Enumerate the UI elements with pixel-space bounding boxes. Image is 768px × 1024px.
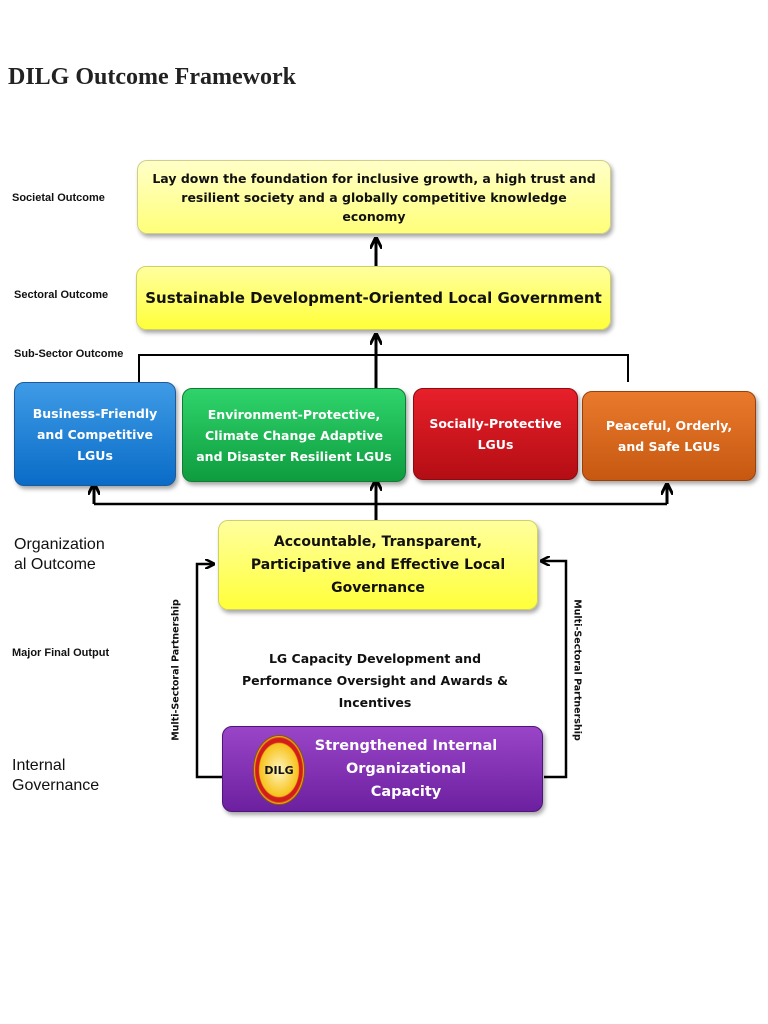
socially-protective-text: Socially-Protective LGUs <box>429 416 562 452</box>
level-label-sectoral: Sectoral Outcome <box>14 289 109 301</box>
socially-protective-box: Socially-Protective LGUs <box>413 388 578 480</box>
sectoral-outcome-box: Sustainable Development-Oriented Local G… <box>136 266 611 330</box>
business-friendly-box: Business-Friendly and Competitive LGUs <box>14 382 176 486</box>
environment-protective-text: Environment-Protective, Climate Change A… <box>196 406 392 464</box>
peaceful-orderly-text: Peaceful, Orderly, and Safe LGUs <box>605 418 733 454</box>
business-friendly-text: Business-Friendly and Competitive LGUs <box>32 405 158 463</box>
level-label-organizational: Organization al Outcome <box>14 535 105 575</box>
dilg-seal-icon: DILG <box>253 735 305 805</box>
multi-sectoral-label-left: Multi-Sectoral Partnership <box>170 599 182 741</box>
level-label-mfo: Major Final Output <box>12 647 110 659</box>
level-label-organizational-line2: al Outcome <box>14 556 96 573</box>
level-label-internal-line1: Internal <box>12 757 66 774</box>
multi-sectoral-label-right: Multi-Sectoral Partnership <box>571 599 583 741</box>
page-title: DILG Outcome Framework <box>8 64 296 90</box>
organizational-outcome-box: Accountable, Transparent, Participative … <box>218 520 538 610</box>
level-label-societal: Societal Outcome <box>12 192 105 204</box>
dilg-seal-text: DILG <box>264 763 294 777</box>
level-label-organizational-line1: Organization <box>14 536 105 553</box>
major-final-output-text: LG Capacity Development and Performance … <box>241 651 508 710</box>
arrow-left-partnership <box>195 564 222 779</box>
level-label-internal-line2: Governance <box>12 777 100 794</box>
societal-outcome-box: Lay down the foundation for inclusive gr… <box>137 160 611 234</box>
internal-governance-box: DILG Strengthened Internal Organizationa… <box>222 726 543 812</box>
organizational-outcome-text: Accountable, Transparent, Participative … <box>250 533 506 596</box>
internal-governance-text: Strengthened Internal Organizational Cap… <box>314 737 498 800</box>
level-label-subsector: Sub-Sector Outcome <box>14 348 124 360</box>
arrow-right-partnership <box>541 561 568 779</box>
peaceful-orderly-box: Peaceful, Orderly, and Safe LGUs <box>582 391 756 481</box>
societal-outcome-text: Lay down the foundation for inclusive gr… <box>152 170 596 224</box>
environment-protective-box: Environment-Protective, Climate Change A… <box>182 388 406 482</box>
subsector-bracket <box>138 354 629 382</box>
sectoral-outcome-text: Sustainable Development-Oriented Local G… <box>145 289 602 307</box>
level-label-internal: Internal Governance <box>12 756 99 796</box>
